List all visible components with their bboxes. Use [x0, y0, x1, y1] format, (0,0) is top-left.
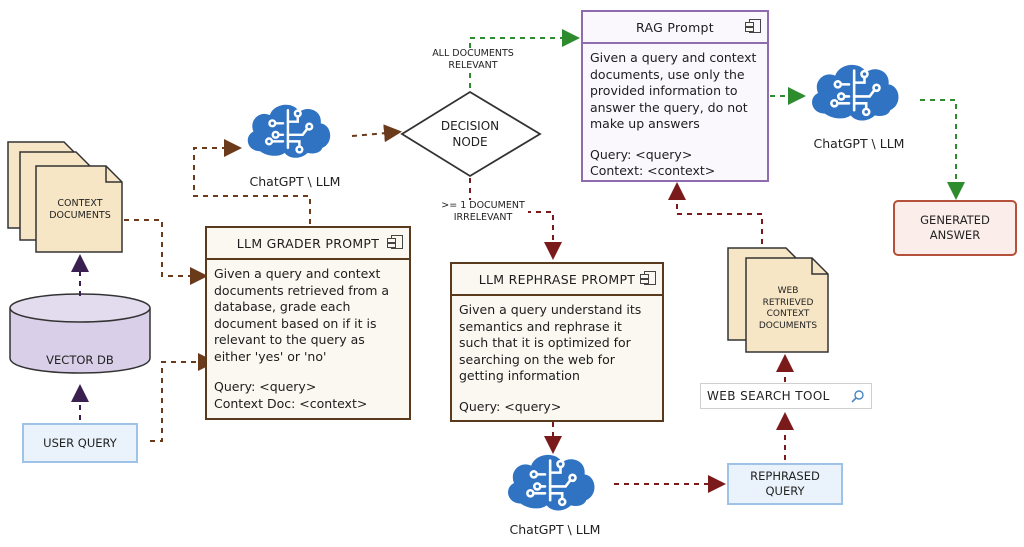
llm-right-label: ChatGPT \ LLM [813, 136, 905, 151]
edge-llm-to-answer [920, 99, 965, 200]
web-search-tool-box: WEB SEARCH TOOL [700, 383, 872, 409]
rag-header: RAG Prompt [583, 12, 767, 44]
llm-rephrase-prompt-box: LLM REPHRASE PROMPT Given a query unders… [450, 262, 664, 422]
rephrase-query: Query: <query> [459, 398, 562, 414]
irrelevant-edge-label: >= 1 DOCUMENT IRRELEVANT [438, 200, 528, 224]
vector-db-label: VECTOR DB [46, 353, 114, 367]
rephrase-title: LLM REPHRASE PROMPT [478, 271, 636, 287]
context-documents-icon [7, 141, 123, 253]
grader-query: Query: <query> [214, 379, 317, 394]
grader-text: Given a query and context documents retr… [214, 266, 390, 364]
search-icon [851, 390, 864, 403]
llm-bottom-label: ChatGPT \ LLM [509, 522, 601, 537]
generated-answer-box: GENERATED ANSWER [893, 200, 1017, 256]
llm-cloud-icon-top [246, 103, 332, 159]
user-query-box: USER QUERY [22, 423, 138, 463]
all-relevant-edge-label: ALL DOCUMENTS RELEVANT [420, 48, 526, 72]
component-icon [387, 235, 403, 249]
llm-cloud-icon-right [810, 63, 900, 122]
edge-llm-to-decision [351, 124, 402, 143]
user-query-label: USER QUERY [43, 435, 117, 450]
edge-decision-to-rag [469, 29, 580, 88]
decision-node-shape [400, 90, 542, 178]
context-documents-label: CONTEXT DOCUMENTS [49, 198, 111, 221]
rag-title: RAG Prompt [635, 19, 714, 35]
rephrased-query-label: REPHRASED QUERY [750, 469, 820, 498]
decision-node-label: DECISION NODE [440, 119, 500, 149]
rephrased-query-box: REPHRASED QUERY [727, 463, 843, 505]
rag-prompt-box: RAG Prompt Given a query and context doc… [581, 10, 769, 182]
grader-context: Context Doc: <context> [214, 395, 368, 411]
generated-answer-label: GENERATED ANSWER [920, 213, 990, 242]
rag-context: Context: <context> [590, 163, 716, 178]
llm-grader-prompt-box: LLM GRADER PROMPT Given a query and cont… [205, 226, 411, 420]
edge-webdocs-to-rag [668, 182, 763, 244]
grader-title: LLM GRADER PROMPT [236, 235, 380, 251]
web-documents-label: WEB RETRIEVED CONTEXT DOCUMENTS [758, 286, 818, 331]
web-documents-icon [727, 247, 829, 353]
llm-top-label: ChatGPT \ LLM [249, 174, 341, 189]
edge-grader-to-llm [193, 139, 311, 224]
llm-cloud-icon-bottom [506, 453, 596, 512]
rephrase-text: Given a query understand its semantics a… [459, 302, 642, 383]
web-search-label: WEB SEARCH TOOL [707, 389, 830, 403]
grader-header: LLM GRADER PROMPT [207, 228, 409, 260]
edge-context-to-grader [124, 219, 208, 285]
component-icon [745, 19, 761, 33]
rag-query: Query: <query> [590, 146, 693, 162]
edge-userquery-to-grader [150, 353, 216, 442]
component-icon [640, 271, 656, 285]
rephrase-header: LLM REPHRASE PROMPT [452, 264, 662, 296]
rag-text: Given a query and context documents, use… [590, 50, 757, 131]
vector-db-icon [9, 293, 151, 374]
